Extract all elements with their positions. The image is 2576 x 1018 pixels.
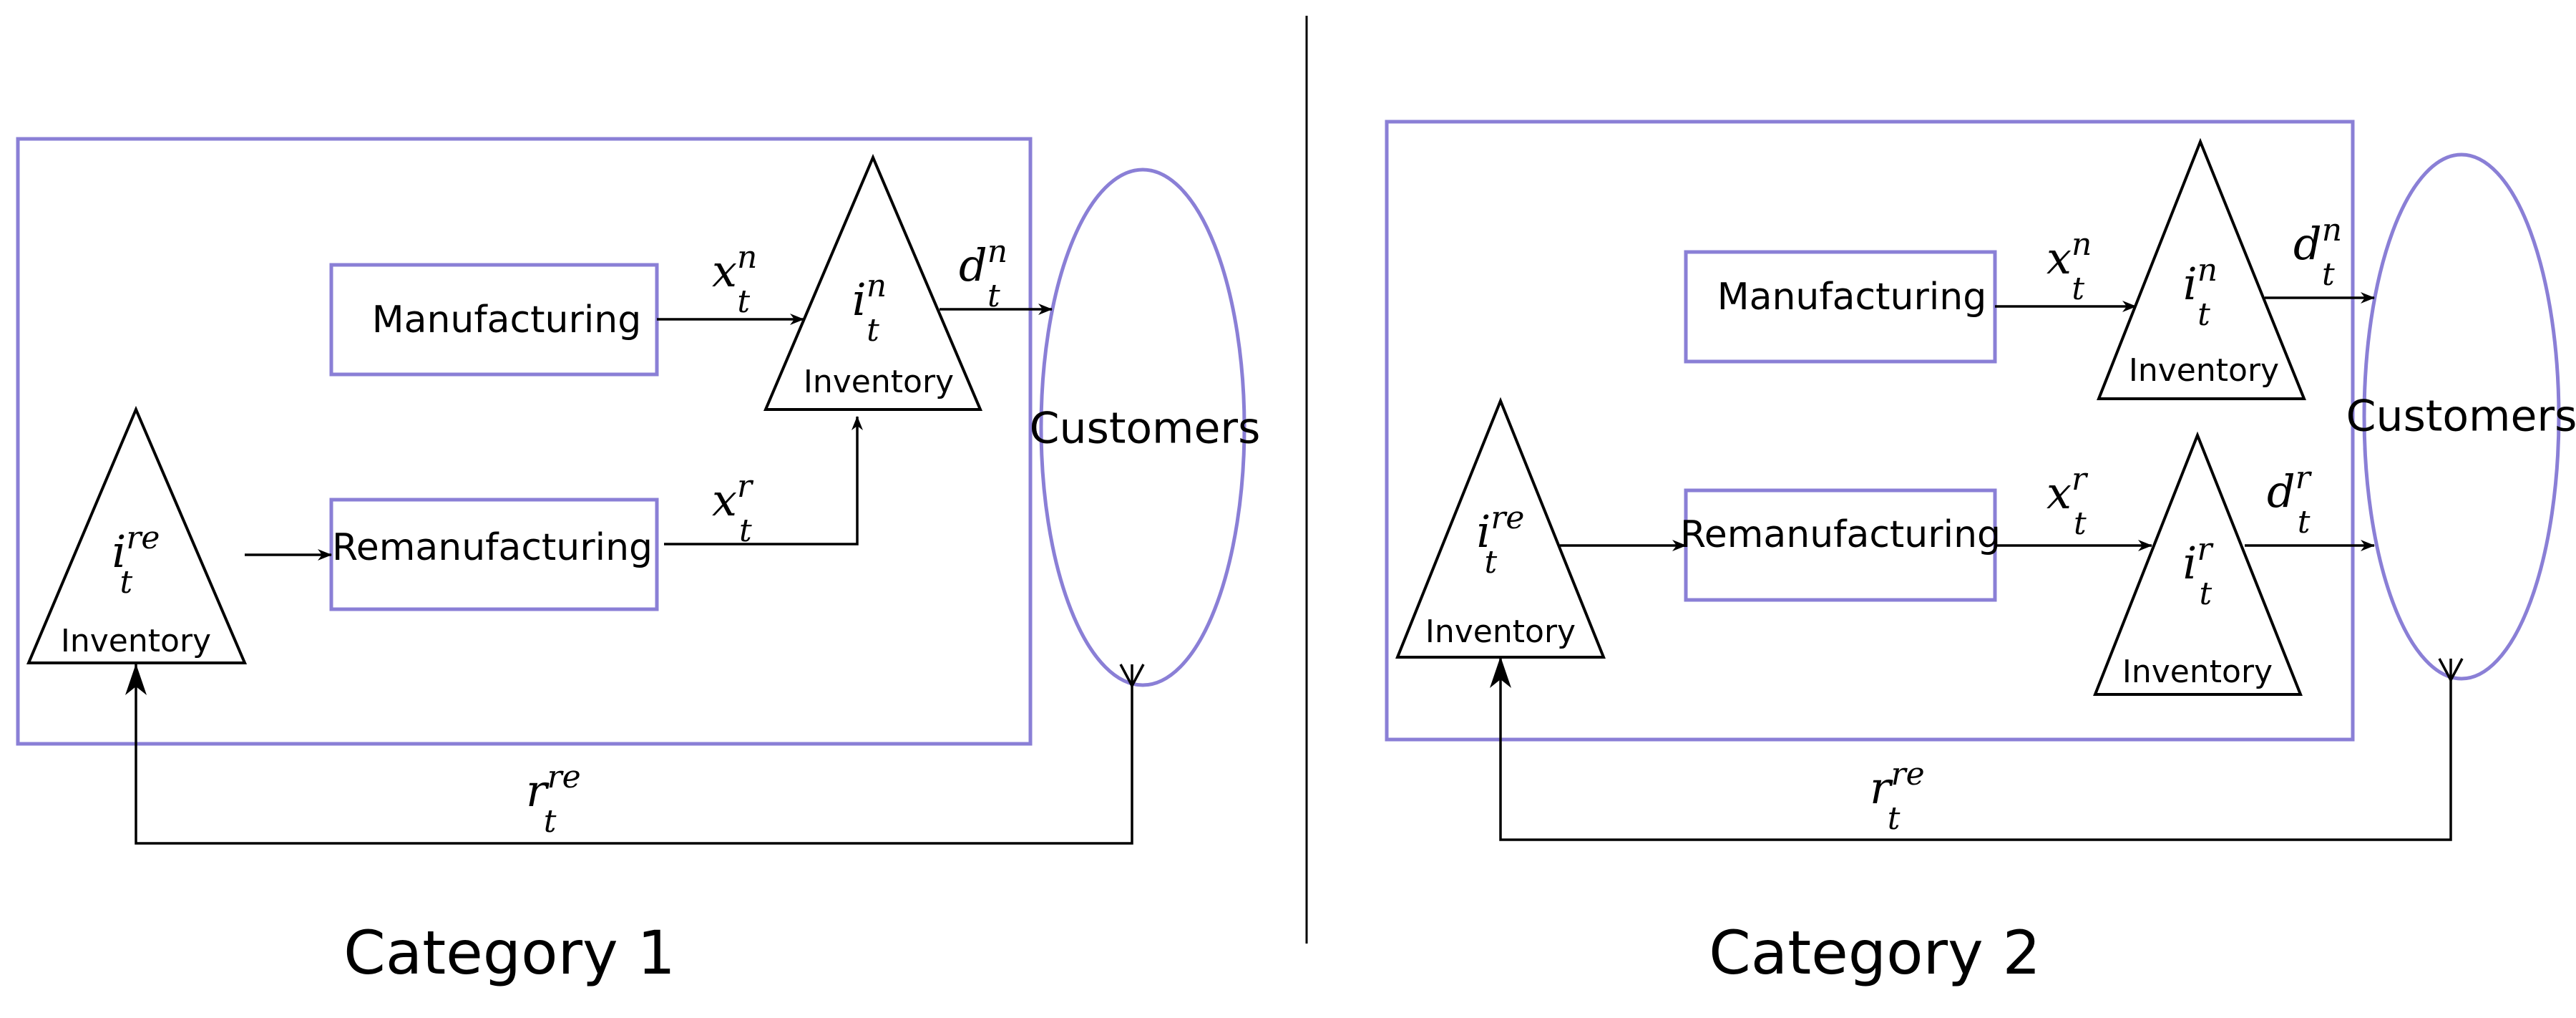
inventory-label: Inventory bbox=[2122, 654, 2273, 690]
remanufacturing-box-1: Remanufacturing bbox=[329, 498, 659, 611]
caption-category-2: Category 2 bbox=[1709, 918, 2041, 988]
customers-label: Customers bbox=[1030, 404, 1261, 454]
remanufacturing-label: Remanufacturing bbox=[332, 526, 653, 569]
customers-label: Customers bbox=[2346, 392, 2576, 442]
return-flow-arrow bbox=[125, 664, 1133, 845]
manufacturing-label: Manufacturing bbox=[372, 299, 642, 341]
customers-node-1: Customers bbox=[1030, 168, 1261, 687]
inventory-label: Inventory bbox=[1425, 614, 1576, 650]
inventory-label: Inventory bbox=[804, 364, 954, 400]
firm-boundary-2 bbox=[1385, 120, 2355, 742]
manufacturing-box-1: Manufacturing bbox=[329, 263, 659, 377]
inventory-label: Inventory bbox=[2129, 352, 2279, 389]
manufacturing-box-2: Manufacturing bbox=[1684, 250, 1997, 364]
return-flow-tail bbox=[2438, 658, 2464, 683]
remanufacturing-box-2: Remanufacturing bbox=[1680, 488, 2001, 602]
xr-flow-arrow bbox=[664, 416, 863, 546]
remanufacturing-label: Remanufacturing bbox=[1680, 513, 2001, 556]
manufacturing-label: Manufacturing bbox=[1717, 276, 1987, 319]
customers-node-2: Customers bbox=[2346, 152, 2576, 681]
return-flow-tail bbox=[1119, 664, 1145, 689]
inventory-label: Inventory bbox=[61, 623, 211, 659]
return-flow-arrow bbox=[1490, 656, 2452, 841]
firm-boundary-1 bbox=[16, 137, 1033, 746]
caption-category-1: Category 1 bbox=[343, 918, 675, 988]
